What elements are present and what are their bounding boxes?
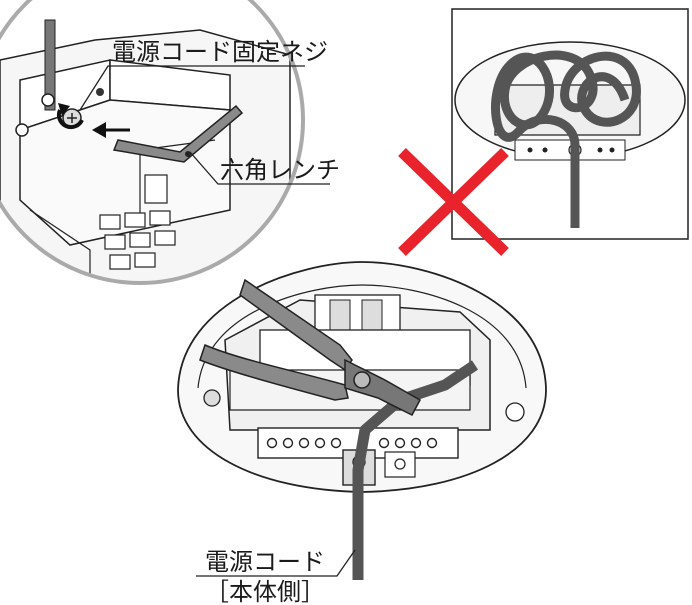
pliers-shape (199, 278, 422, 416)
inset-content (0, 19, 291, 283)
power-cord-label: 電源コード (205, 548, 325, 576)
tangled-cord-shape (491, 50, 641, 228)
fixing-screw-label: 電源コード固定ネジ (112, 38, 328, 66)
power-cord-shape (352, 360, 479, 580)
rotate-arrow-icon (56, 103, 84, 130)
prohibited-cross-icon (398, 148, 509, 256)
hex-wrench-label: 六角レンチ (220, 156, 340, 184)
inset-leader-lines (79, 65, 330, 185)
cord-leader-line (196, 549, 356, 577)
wrong-example-panel (451, 8, 689, 240)
push-arrow-icon (92, 122, 130, 138)
unit-side-label: ［本体側］ (205, 578, 325, 605)
main-fixture-drawing (177, 261, 547, 580)
hex-wrench-shape (112, 104, 244, 163)
detail-inset-circle (0, 0, 305, 285)
terminal-holes (266, 437, 438, 449)
